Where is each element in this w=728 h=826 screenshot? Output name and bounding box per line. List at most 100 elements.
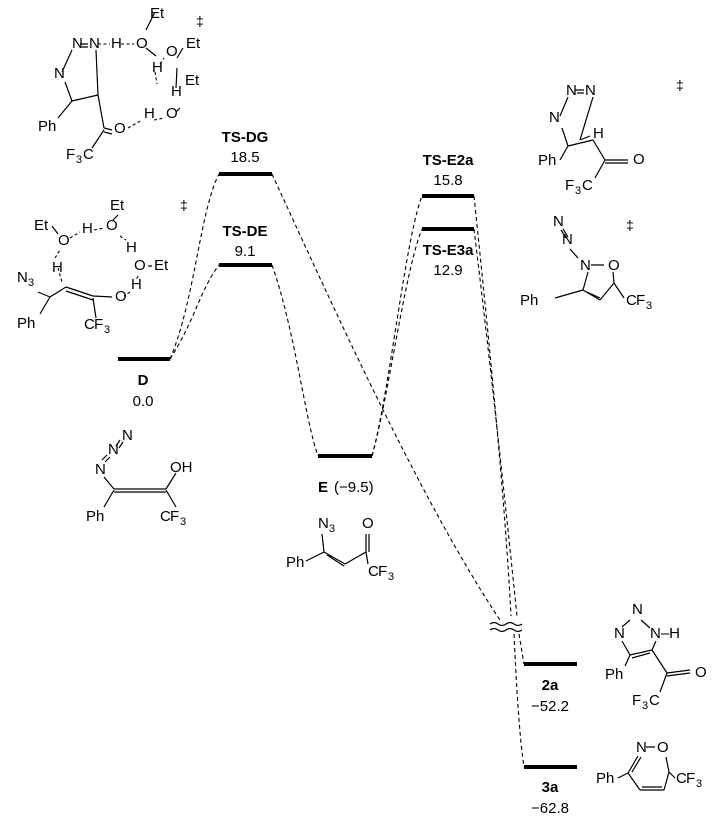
svg-text:C: C [649, 692, 660, 709]
svg-text:3: 3 [329, 523, 335, 535]
connector-TSE3a-break [473, 228, 518, 617]
svg-text:N: N [580, 257, 591, 274]
svg-text:N: N [585, 82, 596, 99]
connector-break-2a [518, 633, 525, 665]
label-TS-DE: TS-DE [223, 223, 268, 240]
svg-text:F: F [170, 508, 179, 525]
svg-text:N: N [122, 427, 133, 444]
structure-E: N 3 O Ph C F 3 [286, 515, 394, 583]
svg-text:Et: Et [185, 72, 200, 89]
energy-TS-DE: 9.1 [235, 243, 256, 260]
svg-text:N: N [108, 441, 119, 458]
svg-text:N: N [318, 515, 329, 532]
svg-text:F: F [686, 770, 695, 787]
svg-text:Ph: Ph [286, 554, 304, 571]
energy-D: 0.0 [133, 393, 154, 410]
svg-text:Ph: Ph [596, 770, 614, 787]
dagger-TS-DE: ‡ [180, 197, 188, 213]
energy-TS-E3a: 12.9 [433, 262, 462, 279]
svg-text:Et: Et [186, 35, 201, 52]
svg-text:O: O [136, 35, 148, 52]
svg-text:3: 3 [28, 277, 34, 289]
svg-text:3: 3 [575, 185, 581, 197]
svg-text:H: H [111, 35, 122, 52]
label-2a: 2a [542, 677, 559, 694]
structure-TS-DE: Et O H O Et H O Et H O H N 3 Ph C F 3 [17, 197, 169, 336]
connector-E-TSE2a [371, 195, 423, 457]
label-TS-E3a: TS-E3a [423, 242, 475, 259]
svg-text:N–H: N–H [650, 625, 680, 642]
svg-text:H: H [171, 83, 182, 100]
label-3a: 3a [542, 779, 559, 796]
svg-text:Ph: Ph [538, 152, 556, 169]
svg-text:F: F [66, 146, 75, 163]
connector-D-TSDE [169, 264, 220, 360]
connector-TSDG-break [271, 173, 501, 621]
connector-break-3a [513, 633, 525, 768]
dagger-TS-E3a: ‡ [626, 217, 634, 233]
svg-text:O: O [657, 739, 669, 756]
svg-text:N: N [566, 82, 577, 99]
structure-2a: N N N–H Ph O F 3 C [605, 601, 707, 712]
energy-E: (−9.5) [334, 479, 374, 496]
connector-TSE2a-break [473, 195, 512, 617]
svg-text:C: C [626, 292, 637, 309]
svg-text:Et: Et [150, 5, 165, 22]
svg-text:C: C [676, 770, 687, 787]
svg-text:O: O [134, 257, 146, 274]
svg-text:Ph: Ph [520, 292, 538, 309]
svg-text:F: F [378, 563, 387, 580]
svg-text:Et: Et [110, 197, 125, 214]
svg-text:3: 3 [642, 700, 648, 712]
energy-TS-DG: 18.5 [230, 149, 259, 166]
svg-text:H: H [152, 59, 163, 76]
svg-text:C: C [582, 177, 593, 194]
svg-text:N: N [636, 739, 647, 756]
svg-text:N: N [553, 213, 564, 230]
svg-text:Et: Et [34, 217, 49, 234]
label-E: E [318, 479, 328, 496]
svg-text:H: H [144, 105, 155, 122]
svg-text:F: F [565, 177, 574, 194]
svg-text:O: O [166, 105, 178, 122]
svg-text:F: F [636, 292, 645, 309]
dagger-TS-E2a: ‡ [676, 77, 684, 93]
svg-text:O: O [166, 43, 178, 60]
svg-text:OH: OH [170, 459, 193, 476]
svg-text:O: O [58, 232, 70, 249]
svg-text:3: 3 [104, 324, 110, 336]
svg-text:3: 3 [388, 571, 394, 583]
svg-text:C: C [83, 146, 94, 163]
svg-text:3: 3 [646, 300, 652, 312]
structure-3a: N O Ph C F 3 [596, 739, 702, 791]
svg-text:C: C [368, 563, 379, 580]
structure-TS-E2a: N N N H Ph O F 3 C [538, 82, 645, 197]
svg-text:3: 3 [696, 778, 702, 790]
svg-text:3: 3 [180, 516, 186, 528]
energy-2a: −52.2 [531, 698, 569, 715]
svg-text:N: N [17, 269, 28, 286]
svg-text:Et: Et [154, 257, 169, 274]
svg-text:F: F [632, 692, 641, 709]
energy-3a: −62.8 [531, 800, 569, 817]
label-D: D [138, 372, 149, 389]
svg-text:Ph: Ph [38, 118, 56, 135]
energy-TS-E2a: 15.8 [433, 172, 462, 189]
svg-text:O: O [608, 257, 620, 274]
svg-text:F: F [94, 316, 103, 333]
label-TS-E2a: TS-E2a [423, 152, 475, 169]
axis-break-mark [489, 621, 523, 633]
svg-text:N: N [72, 35, 83, 52]
svg-text:C: C [160, 508, 171, 525]
svg-text:N: N [614, 625, 625, 642]
svg-text:N: N [562, 231, 573, 248]
svg-text:O: O [633, 151, 645, 168]
structure-TS-E3a: N N N O Ph C F 3 [520, 213, 652, 312]
svg-text:H: H [126, 239, 137, 256]
svg-text:O: O [362, 515, 374, 532]
svg-text:O: O [695, 664, 707, 681]
svg-text:N: N [95, 461, 106, 478]
svg-text:H: H [82, 220, 93, 237]
svg-text:O: O [106, 217, 118, 234]
svg-text:N: N [54, 65, 65, 82]
